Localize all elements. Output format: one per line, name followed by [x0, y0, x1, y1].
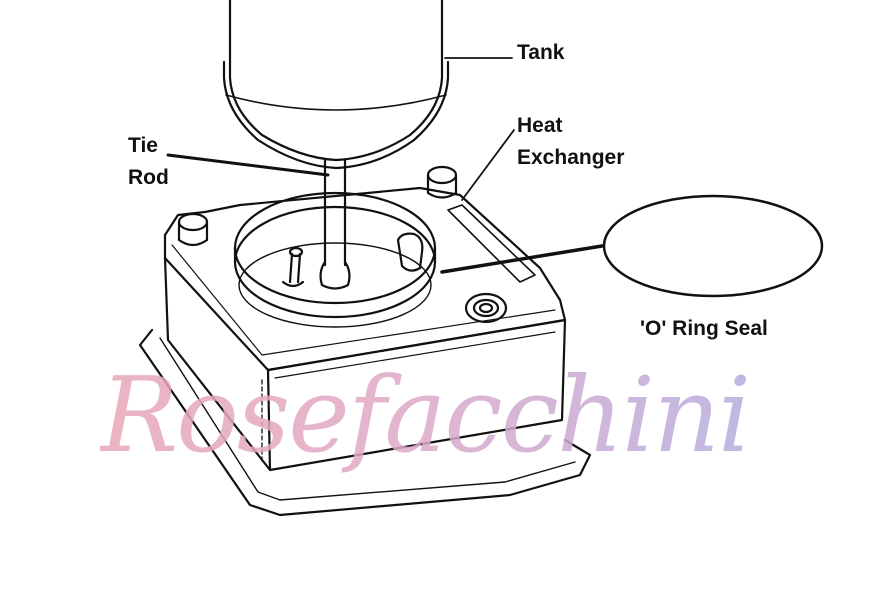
leader-line-o-ring [440, 244, 604, 274]
leader-line-tie-rod [166, 153, 330, 177]
tie-rod-label-line2: Rod [128, 166, 169, 189]
tie-rod-label: Tie Rod [128, 130, 169, 194]
bracket-illustration [396, 232, 424, 272]
heat-exchanger-label: Heat Exchanger [517, 110, 624, 174]
corner-posts [177, 165, 458, 247]
heat-exchanger-label-line1: Heat [517, 114, 563, 137]
tie-rod-illustration [319, 158, 351, 290]
watermark: Rosefacchini [100, 354, 751, 476]
tank-label-text: Tank [517, 41, 565, 64]
exchanger-body [163, 186, 567, 472]
o-ring-seal-label: 'O' Ring Seal [640, 316, 768, 342]
slot-illustration [447, 204, 536, 283]
heat-exchanger-label-line2: Exchanger [517, 146, 625, 169]
tank-label: Tank [517, 40, 564, 66]
tie-rod-label-line1: Tie [128, 134, 158, 157]
leader-line-heat-exchanger [461, 129, 515, 201]
fitting-illustration [464, 292, 508, 324]
screw-illustration [281, 246, 305, 288]
base-flange [138, 328, 592, 517]
o-ring-seal-label-text: 'O' Ring Seal [640, 317, 768, 340]
tank-illustration [222, 0, 450, 170]
well-opening [233, 191, 437, 328]
o-ring-seal-illustration [602, 194, 824, 298]
